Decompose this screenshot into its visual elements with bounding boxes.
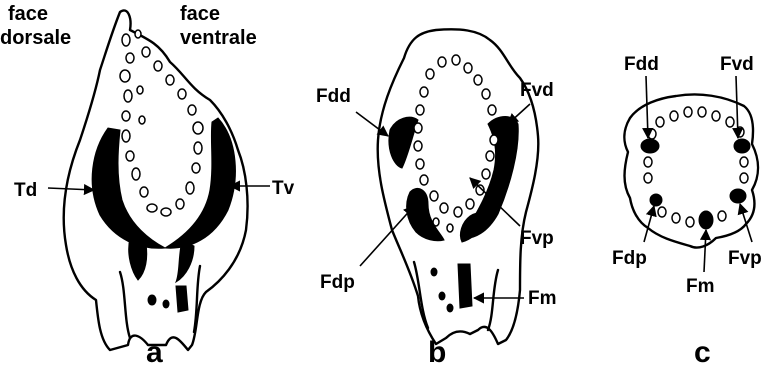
panel-a-label-tv: Tv — [272, 178, 295, 199]
face-dorsale-line1: face — [8, 3, 48, 25]
panel-b-fm-mass — [458, 264, 472, 308]
panel-b-label-fdp: Fdp — [320, 272, 355, 293]
panel-b-arrow-fvd — [508, 104, 530, 124]
panel-c: Fdd Fvd Fdp Fm Fvp c — [612, 54, 762, 367]
face-ventrale-line2: ventrale — [180, 27, 257, 49]
panel-b-bottom-blob-2 — [439, 292, 445, 300]
panel-a-bottom-blob-3 — [176, 286, 188, 312]
panel-b-fvp-mass — [460, 213, 483, 242]
panel-a: Td Tv a — [14, 10, 295, 367]
panel-c-label-fvd: Fvd — [720, 54, 754, 75]
panel-a-ventral-band-tv — [165, 118, 235, 248]
panel-c-label-fm: Fm — [686, 276, 715, 297]
panel-b-arrow-fdd — [356, 112, 388, 136]
panel-a-bottom-blob-1 — [148, 295, 156, 305]
panel-c-dot-ring — [644, 107, 748, 227]
panel-c-arrow-fdp — [644, 206, 654, 242]
panel-b-fdd-mass — [389, 117, 418, 168]
panel-c-fvd-spot — [734, 139, 750, 153]
panel-c-fdp-spot — [650, 194, 662, 206]
face-ventrale-line1: face — [180, 3, 220, 25]
panel-c-arrow-fdd — [646, 76, 648, 138]
panel-a-dot-ring — [120, 30, 203, 216]
panel-c-label-fdp: Fdp — [612, 248, 647, 269]
panel-a-inner-notch-left — [120, 272, 130, 338]
panel-a-arrow-td — [48, 188, 94, 190]
panel-a-label-td: Td — [14, 180, 37, 201]
panel-b-label-fm: Fm — [528, 288, 557, 309]
panel-b-inner-notch-right — [488, 270, 498, 330]
panel-a-bottom-blob-2 — [163, 300, 169, 308]
panel-b-bottom-blob-1 — [431, 268, 437, 276]
panel-c-fm-spot — [699, 211, 713, 229]
panel-b-outline — [378, 29, 539, 344]
panel-c-arrow-fm — [704, 230, 706, 272]
panel-c-letter: c — [694, 336, 711, 367]
panel-a-dorsal-band-td — [92, 128, 165, 248]
panel-b-label-fvd: Fvd — [520, 80, 554, 101]
panel-b: Fdd Fvd Fvp Fdp Fm b — [316, 29, 557, 367]
panel-b-inner-notch-left — [414, 262, 428, 328]
face-dorsale-line2: dorsale — [0, 27, 71, 49]
panel-a-lower-tongue-left — [129, 238, 147, 280]
panel-b-letter: b — [428, 336, 446, 367]
panel-a-letter: a — [146, 336, 163, 367]
panel-b-label-fvp: Fvp — [520, 228, 554, 249]
panel-c-fvp-spot — [730, 189, 746, 203]
panel-b-label-fdd: Fdd — [316, 86, 351, 107]
panel-c-fdd-spot — [641, 139, 659, 153]
panel-c-label-fdd: Fdd — [624, 54, 659, 75]
panel-b-bottom-blob-3 — [447, 304, 453, 312]
panel-c-label-fvp: Fvp — [728, 248, 762, 269]
panel-c-arrow-fvp — [740, 204, 752, 242]
